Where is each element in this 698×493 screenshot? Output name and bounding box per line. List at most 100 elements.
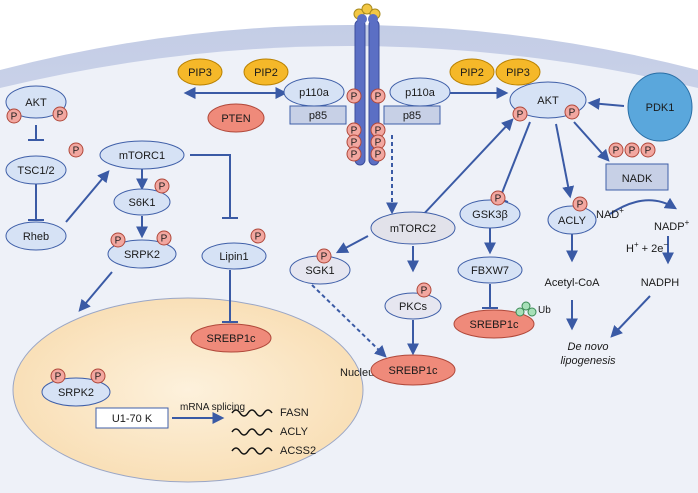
nadk-label: NADK <box>622 173 653 185</box>
mrna-splicing-label: mRNA splicing <box>180 402 245 413</box>
phospho-marker: P <box>50 368 66 384</box>
phospho-marker: P <box>416 282 432 298</box>
phospho-marker: P <box>370 146 386 162</box>
mtorc1-inhibits-lipin1 <box>190 154 231 218</box>
phospho-label: P <box>375 92 382 103</box>
srpk2-to-nucleus <box>78 271 113 312</box>
srebp1c-nucleus-label: SREBP1c <box>207 333 256 345</box>
u170k-label: U1-70 K <box>112 413 153 425</box>
phospho-label: P <box>161 234 168 245</box>
p110a-left-label: p110a <box>299 87 330 99</box>
mtorc2-to-akt <box>419 118 514 219</box>
pkcs-label: PKCs <box>399 301 428 313</box>
phospho-marker: P <box>6 108 22 124</box>
acss2-label: ACSS2 <box>280 445 316 457</box>
tsc-label: TSC1/2 <box>17 165 54 177</box>
srebp1c-right-node <box>453 309 535 339</box>
phospho-label: P <box>159 182 166 193</box>
phospho-label: P <box>375 126 382 137</box>
p110a-right-label: p110a <box>405 87 436 99</box>
p85-right-label: p85 <box>403 110 421 122</box>
pip3-left-node <box>177 58 223 86</box>
acly-wave <box>231 428 273 436</box>
fbxw7-label: FBXW7 <box>471 265 509 277</box>
mtorc1-node <box>99 140 185 170</box>
phospho-label: P <box>375 138 382 149</box>
nadph-label: NADPH <box>641 277 680 289</box>
pten-node <box>207 103 265 133</box>
mtorc1-label: mTORC1 <box>119 150 165 162</box>
fasn-wave <box>231 409 273 417</box>
srebp1c-right-label: SREBP1c <box>470 319 519 331</box>
pip3-right-label: PIP3 <box>506 67 530 79</box>
gsk3b-label: GSK3β <box>472 209 508 221</box>
pdk1-to-akt <box>587 97 625 110</box>
s6k1-node <box>113 188 171 216</box>
lipin1-label: Lipin1 <box>219 251 248 263</box>
pkcs-node <box>384 292 442 320</box>
srebp1c-mid-node <box>370 354 456 386</box>
lipin1-node <box>201 242 267 270</box>
phospho-label: P <box>495 194 502 205</box>
p85-right-box <box>383 105 441 125</box>
phospho-label: P <box>115 236 122 247</box>
pten-label: PTEN <box>221 113 250 125</box>
phospho-marker: P <box>346 88 362 104</box>
phospho-label: P <box>577 200 584 211</box>
phospho-marker: P <box>346 146 362 162</box>
pip2-right-node <box>449 58 495 86</box>
rheb-node <box>5 221 67 251</box>
nucleus-label: Nucleus <box>340 367 380 379</box>
phospho-label: P <box>351 150 358 161</box>
phospho-marker: P <box>316 248 332 264</box>
acetyl-coa-label: Acetyl-CoA <box>544 277 600 289</box>
srpk2-nucleus-label: SRPK2 <box>58 387 94 399</box>
acly-label: ACLY <box>558 215 587 227</box>
u170k-box <box>95 407 169 429</box>
s6k1-label: S6K1 <box>129 197 156 209</box>
akt-left-node <box>5 85 67 119</box>
phospho-label: P <box>255 232 262 243</box>
phospho-label: P <box>55 372 62 383</box>
phospho-label: P <box>375 150 382 161</box>
sgk1-to-srebp1c <box>311 284 387 358</box>
phospho-marker: P <box>250 228 266 244</box>
nadph-to-lipogenesis <box>610 295 651 338</box>
nad-label: NAD+ <box>596 206 624 221</box>
phospho-label: P <box>569 108 576 119</box>
tsc-node <box>5 155 67 185</box>
srpk2-label: SRPK2 <box>124 249 160 261</box>
akt-to-nadk <box>573 121 610 162</box>
rheb-label: Rheb <box>23 231 49 243</box>
srebp1c-mid-label: SREBP1c <box>389 365 438 377</box>
de-novo-label: De novo <box>568 341 609 353</box>
gsk3b-node <box>459 199 521 229</box>
acss2-wave <box>231 447 273 455</box>
nadk-box <box>605 163 669 191</box>
phospho-marker: P <box>572 196 588 212</box>
lipogenesis-label: lipogenesis <box>560 355 616 367</box>
phospho-marker: P <box>490 190 506 206</box>
akt-inhibits-gsk3b <box>499 121 531 199</box>
phospho-label: P <box>645 146 652 157</box>
phospho-marker: P <box>640 142 656 158</box>
p85-left-label: p85 <box>309 110 327 122</box>
phospho-marker: P <box>90 368 106 384</box>
phospho-label: P <box>351 126 358 137</box>
pdk1-label: PDK1 <box>646 102 675 114</box>
pip2-right-label: PIP2 <box>460 67 484 79</box>
phospho-marker: P <box>370 88 386 104</box>
phospho-label: P <box>613 146 620 157</box>
srpk2-node <box>107 239 177 269</box>
pip3-left-label: PIP3 <box>188 67 212 79</box>
mtorc2-node <box>370 211 456 245</box>
h-2e-label: H+ + 2e− <box>626 240 668 255</box>
phospho-marker: P <box>564 104 580 120</box>
ubiquitin-chain <box>515 301 537 317</box>
srpk2-nucleus-node <box>41 377 111 407</box>
phospho-marker: P <box>68 142 84 158</box>
phospho-label: P <box>73 146 80 157</box>
phospho-label: P <box>321 252 328 263</box>
